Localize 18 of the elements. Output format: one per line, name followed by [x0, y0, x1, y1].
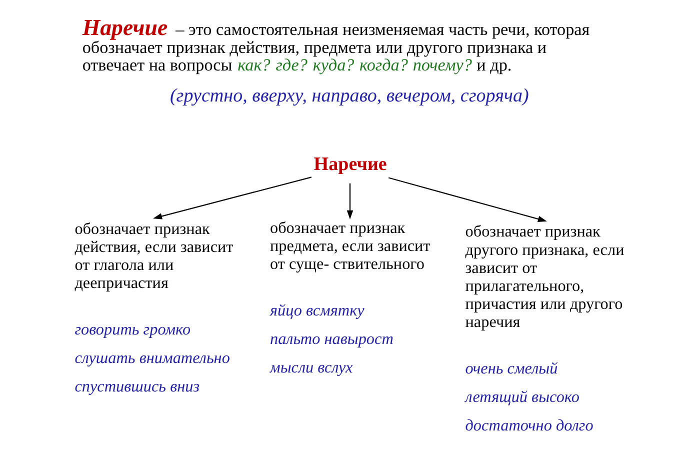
node-text: Наречие [314, 154, 387, 175]
node-text: обозначает признак действия, если зависит от глагола или деепричастия [74, 220, 234, 292]
node-label: говорить громко [74, 320, 191, 338]
node-label: слушать внимательно [74, 348, 230, 367]
node-label: спустившись вниз [74, 378, 200, 396]
arrow [388, 177, 547, 222]
node-label: достаточно долго [465, 416, 594, 435]
node-label: очень смелый [465, 359, 558, 378]
node-text: обозначает признак другого признака, если зависит от прилагательного, причастия или другого наречия [465, 222, 624, 332]
node-label: мысли вслух [270, 358, 353, 376]
node-label: пальто навырост [270, 330, 394, 348]
node-label: яйцо всмятку [270, 301, 364, 320]
diagram-title: Наречие – это самостоятельная неизменяемая часть речи, которая обозначает признак действия, предмета или другого признака и отвечает на вопросы как? где? куда? когда? почему? и др. [82, 14, 590, 74]
arrow [346, 183, 354, 220]
label: (грустно, вверху, направо, вечером, сгоряча) [170, 85, 529, 106]
node-text: обозначает признак предмета, если зависит от суще- ствительного [270, 218, 430, 274]
node-label: летящий высоко [465, 388, 580, 406]
arrow [153, 176, 312, 220]
